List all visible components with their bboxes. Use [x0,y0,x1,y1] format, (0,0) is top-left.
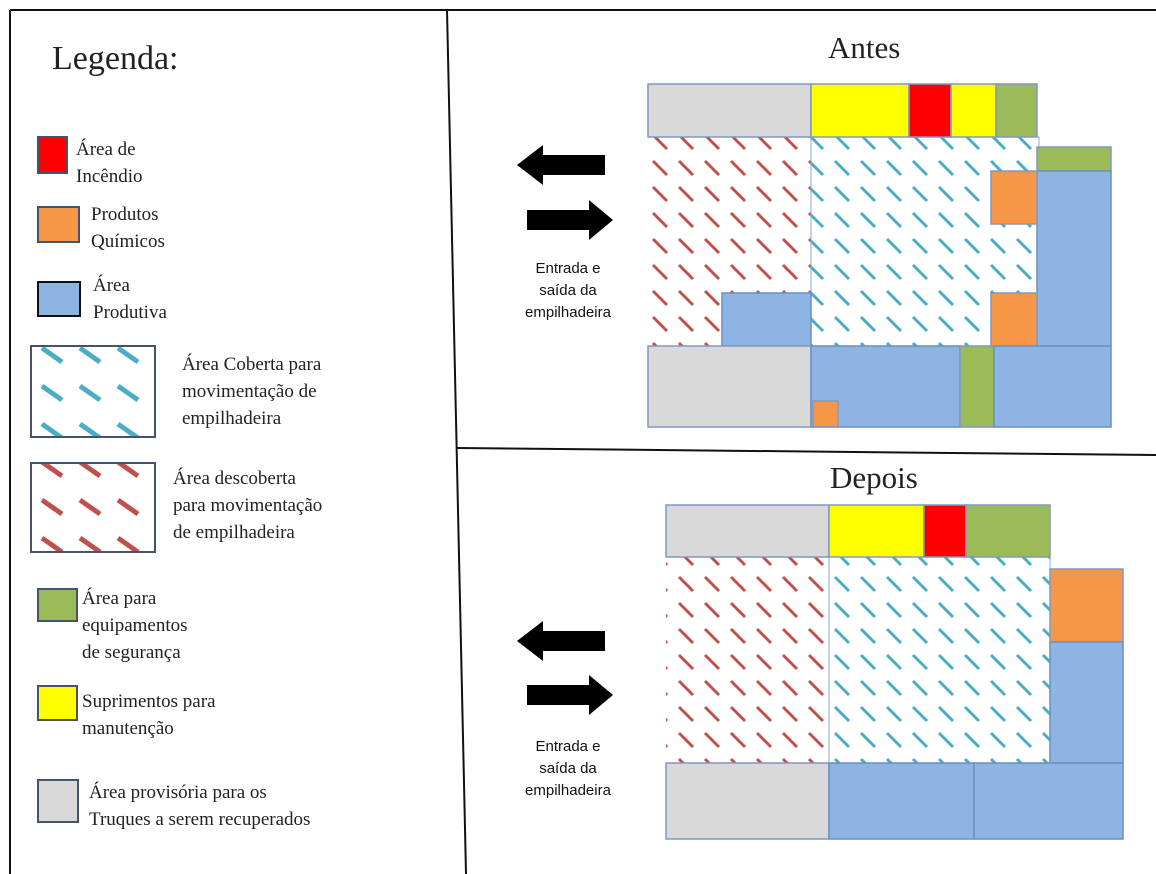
arrow-left-icon [517,621,605,661]
depois-productive-bottom-2 [973,762,1124,840]
antes-arrows [517,145,613,240]
antes-chem-1 [990,170,1038,225]
depois-supply [828,504,925,558]
legend-swatch-temp [37,779,79,823]
depois-title: Depois [830,460,918,495]
depois-productive-right [1049,641,1124,764]
legend-title: Legenda: [52,40,179,77]
depois-safety [965,504,1051,558]
arrow-left-icon [517,145,605,185]
depois-covered-area [828,556,1051,764]
antes-fire [908,83,952,138]
antes-safety-bottom [959,345,995,428]
depois-fire [923,504,967,558]
depois-uncovered-area [666,557,829,763]
antes-temp-bottom [647,345,812,428]
legend-swatch-uncovered [30,462,156,553]
antes-chem-2 [990,292,1038,347]
antes-supply-2 [950,83,997,138]
legend-swatch-chem [37,206,80,243]
antes-title: Antes [828,30,901,65]
depois-productive-bottom-1 [828,762,975,840]
legend-swatch-supply [37,685,78,721]
legend-swatch-safety [37,588,78,622]
antes-safety-right [1036,146,1112,172]
antes-temp-top [647,83,812,138]
depois-chem [1049,568,1124,643]
legend-swatch-fire [37,136,68,174]
depois-layout [665,504,1124,840]
legend-swatch-covered [30,345,156,438]
arrow-right-icon [527,200,613,240]
depois-temp-top [665,504,830,558]
arrow-right-icon [527,675,613,715]
antes-productive-small [721,292,812,347]
antes-productive-bottom-2 [993,345,1112,428]
antes-chem-small [812,400,839,428]
legend-swatch-productive [37,281,81,317]
depois-temp-bottom [665,762,830,840]
depois-arrows [517,621,613,715]
frame [9,9,1156,874]
antes-productive-right [1036,170,1112,347]
antes-supply-1 [810,83,910,138]
antes-safety-top [995,83,1038,138]
antes-layout [647,83,1112,428]
